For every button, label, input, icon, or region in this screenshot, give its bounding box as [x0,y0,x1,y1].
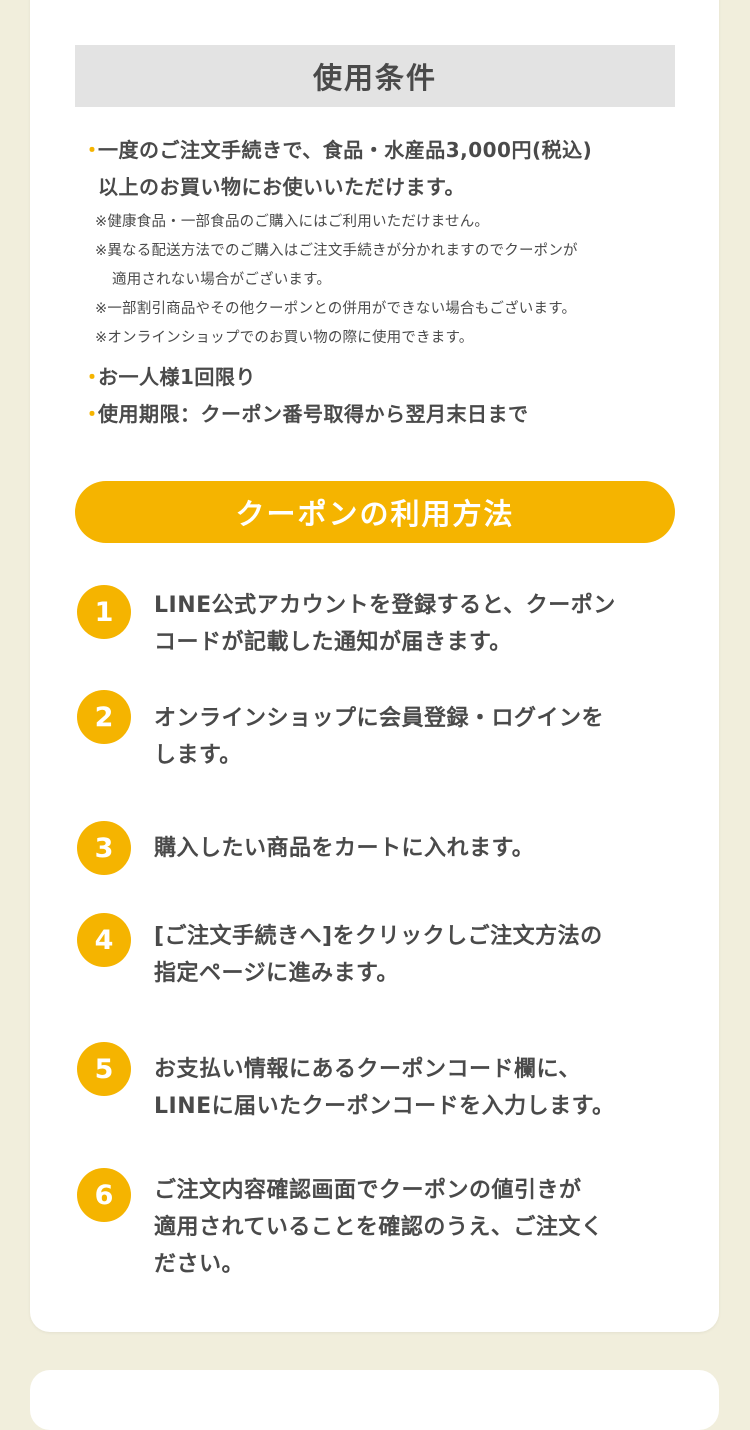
step-text-line: [ご注文手続きへ]をクリックしご注文方法の [154,924,603,949]
step-text: お支払い情報にあるクーポンコード欄に、 LINEに届いたクーポンコードを入力しま… [154,1051,679,1125]
step-text: 購入したい商品をカートに入れます。 [154,830,679,867]
step-text: ご注文内容確認画面でクーポンの値引きが 適用されていることを確認のうえ、ご注文く… [154,1172,679,1283]
bullet-dot: ・ [82,402,103,426]
step-text: [ご注文手続きへ]をクリックしご注文方法の 指定ページに進みます。 [154,918,679,992]
step-text-line: お支払い情報にあるクーポンコード欄に、 [154,1057,581,1082]
step-text-line: 適用されていることを確認のうえ、ご注文く [154,1215,604,1240]
condition-item: ・ 使用期限：クーポン番号取得から翌月末日まで [80,396,680,433]
step-number-badge: 3 [77,821,131,875]
step-text-line: ださい。 [154,1252,245,1277]
note-text: 適用されない場合がございます。 [112,272,332,288]
condition-notes: ※健康食品・一部食品のご購入にはご利用いただけません。 ※異なる配送方法でのご購… [80,208,680,353]
step-number-badge: 6 [77,1168,131,1222]
note-text: ※オンラインショップでのお買い物の際に使用できます。 [95,330,474,346]
howto-title: クーポンの利用方法 [75,481,675,543]
next-card [30,1370,719,1430]
step-text-line: ご注文内容確認画面でクーポンの値引きが [154,1178,582,1203]
step-text: LINE公式アカウントを登録すると、クーポン コードが記載した通知が届きます。 [154,587,679,661]
step-text-line: します。 [154,743,242,768]
step-text-line: LINE公式アカウントを登録すると、クーポン [154,593,616,618]
content-card [30,0,719,1332]
step-number-badge: 1 [77,585,131,639]
conditions-list: ・ 一度のご注文手続きで、食品・水産品3,000円(税込) 以上のお買い物にお使… [80,132,680,433]
condition-text: 以上のお買い物にお使いいただけます。 [98,175,465,199]
step-text-line: 購入したい商品をカートに入れます。 [154,836,535,861]
condition-text: お一人様1回限り [98,365,256,389]
step-text-line: LINEに届いたクーポンコードを入力します。 [154,1094,615,1119]
note-text: ※一部割引商品やその他クーポンとの併用ができない場合もございます。 [95,301,577,317]
condition-item: ・ 一度のご注文手続きで、食品・水産品3,000円(税込) 以上のお買い物にお使… [80,132,680,206]
step-text-line: コードが記載した通知が届きます。 [154,630,512,655]
note-text: ※異なる配送方法でのご購入はご注文手続きが分かれますのでクーポンが 適用されない… [95,237,680,295]
step-number-badge: 2 [77,690,131,744]
step-number-badge: 4 [77,913,131,967]
condition-item: ・ お一人様1回限り [80,359,680,396]
step-text-line: 指定ページに進みます。 [154,961,399,986]
step-number-badge: 5 [77,1042,131,1096]
bullet-dot: ・ [82,365,103,389]
bullet-dot: ・ [82,138,103,162]
conditions-title: 使用条件 [75,45,675,107]
note-text: ※健康食品・一部食品のご購入にはご利用いただけません。 [95,214,490,230]
step-text: オンラインショップに会員登録・ログインを します。 [154,700,679,774]
condition-text: 一度のご注文手続きで、食品・水産品3,000円(税込) [98,138,593,162]
note-text: ※異なる配送方法でのご購入はご注文手続きが分かれますのでクーポンが [95,243,578,259]
step-text-line: オンラインショップに会員登録・ログインを [154,706,605,731]
condition-text: 使用期限：クーポン番号取得から翌月末日まで [98,402,529,426]
